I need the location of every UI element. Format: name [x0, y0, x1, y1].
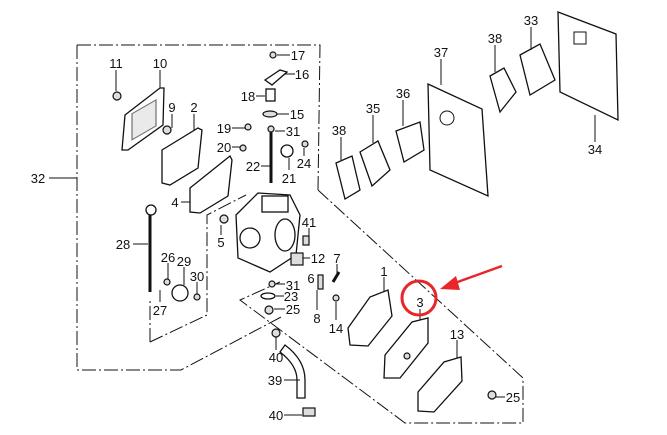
- part-18-bushing: [265, 88, 276, 102]
- carburetor-body: [235, 192, 301, 273]
- part-31-washer: [267, 125, 275, 133]
- label-part-26[interactable]: 26: [161, 250, 175, 265]
- part-9-screw: [162, 125, 172, 135]
- part-11-screw: [112, 91, 122, 101]
- label-part-22[interactable]: 22: [246, 159, 260, 174]
- part-39-fuel-line: [279, 344, 306, 399]
- label-part-35[interactable]: 35: [366, 101, 380, 116]
- label-part-12[interactable]: 12: [311, 251, 325, 266]
- label-part-9[interactable]: 9: [168, 100, 175, 115]
- label-part-24[interactable]: 24: [297, 156, 311, 171]
- part-28-shaft: [145, 204, 157, 292]
- part-30-screw: [193, 293, 201, 301]
- label-part-18[interactable]: 18: [241, 89, 255, 104]
- part-2-gasket: [161, 127, 203, 186]
- part-20-spring: [239, 144, 247, 152]
- part-3-diaphragm: [383, 317, 429, 379]
- part-35-spacer: [359, 140, 391, 188]
- part-10-cover: [121, 87, 165, 151]
- label-part-25[interactable]: 25: [286, 302, 300, 317]
- part-13-gasket: [417, 356, 463, 413]
- part-17-screw: [269, 51, 277, 59]
- part-37-plate: [427, 82, 489, 198]
- label-part-40[interactable]: 40: [269, 408, 283, 423]
- label-part-6[interactable]: 6: [307, 271, 314, 286]
- leader-lines: [115, 27, 596, 416]
- label-part-1[interactable]: 1: [380, 264, 387, 279]
- label-part-20[interactable]: 20: [217, 140, 231, 155]
- label-part-34[interactable]: 34: [588, 142, 602, 157]
- gasket-set-boundary: [239, 189, 524, 424]
- part-38-gasket: [335, 155, 361, 201]
- part-29-plate: [171, 284, 189, 302]
- part-31b-washer: [268, 280, 276, 288]
- label-part-14[interactable]: 14: [329, 321, 343, 336]
- label-part-33[interactable]: 33: [524, 13, 538, 28]
- highlight-arrow: [451, 264, 503, 286]
- label-part-28[interactable]: 28: [116, 237, 130, 252]
- assembly-32-boundary: [77, 44, 321, 191]
- label-part-32[interactable]: 32: [31, 171, 45, 186]
- label-part-27[interactable]: 27: [153, 303, 167, 318]
- part-7-pin: [331, 271, 341, 283]
- label-part-5[interactable]: 5: [217, 235, 224, 250]
- part-16-lever: [263, 69, 289, 86]
- label-part-40[interactable]: 40: [269, 350, 283, 365]
- part-34-plate: [557, 11, 619, 122]
- part-38b-gasket: [489, 67, 517, 114]
- part-21-plate: [280, 144, 294, 158]
- label-part-41[interactable]: 41: [302, 215, 316, 230]
- label-part-37[interactable]: 37: [434, 45, 448, 60]
- part-40-clamp: [271, 328, 281, 338]
- part-12-spring: [290, 252, 304, 266]
- part-23-clip: [260, 292, 276, 300]
- label-part-23[interactable]: 23: [284, 289, 298, 304]
- label-part-36[interactable]: 36: [396, 86, 410, 101]
- part-5-plug: [219, 214, 229, 224]
- label-part-7[interactable]: 7: [333, 251, 340, 266]
- part-15-clip: [262, 110, 278, 118]
- part-19-screw: [244, 123, 252, 131]
- label-part-38[interactable]: 38: [332, 123, 346, 138]
- part-14-screw: [332, 294, 340, 302]
- part-24-screw: [301, 140, 309, 148]
- label-part-25[interactable]: 25: [506, 390, 520, 405]
- label-part-8[interactable]: 8: [313, 311, 320, 326]
- part-40b-clamp: [302, 407, 316, 417]
- label-part-30[interactable]: 30: [190, 269, 204, 284]
- label-part-15[interactable]: 15: [290, 107, 304, 122]
- highlight-circle: [400, 279, 438, 317]
- label-part-11[interactable]: 11: [109, 56, 123, 71]
- part-8-lever: [317, 274, 324, 290]
- label-part-16[interactable]: 16: [295, 67, 309, 82]
- label-part-4[interactable]: 4: [171, 195, 178, 210]
- part-26-spring: [163, 278, 171, 286]
- label-part-29[interactable]: 29: [177, 254, 191, 269]
- label-part-17[interactable]: 17: [291, 48, 305, 63]
- label-part-2[interactable]: 2: [190, 100, 197, 115]
- label-part-39[interactable]: 39: [268, 373, 282, 388]
- part-1-gasket: [347, 289, 393, 347]
- label-part-10[interactable]: 10: [153, 56, 167, 71]
- label-part-31[interactable]: 31: [286, 278, 300, 293]
- label-part-38[interactable]: 38: [488, 31, 502, 46]
- part-25b-screw: [487, 390, 497, 400]
- label-part-3[interactable]: 3: [416, 295, 423, 310]
- part-4-diaphragm: [189, 154, 233, 214]
- part-41-spring: [302, 235, 310, 246]
- arrow-head-icon: [440, 276, 460, 290]
- label-part-21[interactable]: 21: [282, 171, 296, 186]
- label-part-31[interactable]: 31: [286, 124, 300, 139]
- label-part-19[interactable]: 19: [217, 121, 231, 136]
- part-25-screw: [264, 305, 274, 315]
- part-36-gasket: [395, 121, 425, 164]
- label-part-13[interactable]: 13: [450, 327, 464, 342]
- part-labels: 1 2 3 4 5 6 7 8 9 10 11 12 13 14 15 16 1…: [31, 13, 602, 423]
- part-33-spacer: [519, 43, 556, 97]
